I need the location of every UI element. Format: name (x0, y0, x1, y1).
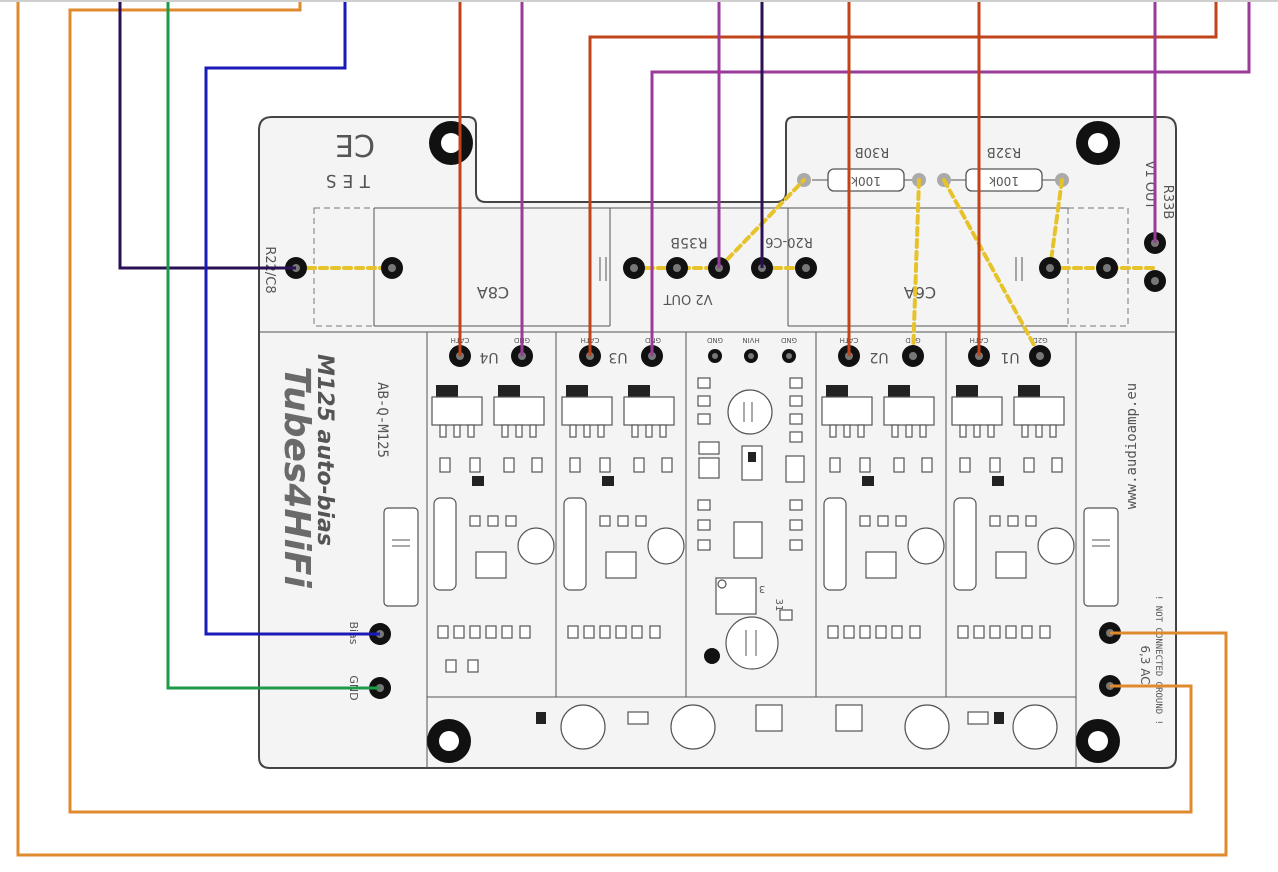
c8-outline (313, 207, 375, 327)
label-r30b: R30B (855, 144, 890, 159)
wire-orange-outer (16, 0, 1228, 857)
svg-text:HVIN: HVIN (742, 336, 759, 344)
resistor-r30b: 100k (812, 168, 916, 192)
part-code: AB-Q-M125 (374, 382, 390, 458)
mount-holes (427, 121, 1120, 763)
column-dividers (426, 332, 1077, 768)
center-smd (697, 377, 803, 621)
label-c8a: C8A (477, 283, 509, 302)
pad (623, 257, 645, 279)
label-r32b: R32B (987, 144, 1022, 159)
label-u4: U4 (479, 349, 498, 365)
pad (381, 257, 403, 279)
trimmer-label-31: 31 (773, 599, 784, 612)
label-u3: U3 (608, 349, 627, 365)
wire-u3-gnd (650, 0, 1251, 356)
pad (1039, 257, 1061, 279)
channel-footprint (561, 385, 685, 639)
component-footprints (431, 377, 1075, 673)
wire-u3-cath (588, 0, 1218, 356)
svg-text:G2D: G2D (1032, 336, 1047, 344)
pad (1029, 345, 1051, 367)
ce-mark: CE (335, 127, 375, 162)
bottom-electrolytics (536, 704, 1058, 750)
label-not-connected: ! NOT CONNECTED GROUND ! (1153, 595, 1163, 725)
label-v1-out: V1 OUT (1142, 161, 1157, 210)
website: www.audioamp.eu (1124, 383, 1140, 509)
external-wires (16, 0, 1251, 857)
label-r33b: R33B (1160, 185, 1175, 220)
label-v2-out: V2 OUT (663, 291, 712, 306)
wire-orange-inner (68, 0, 1193, 814)
r32b-value: 100k (989, 174, 1019, 188)
wire-green (166, 0, 380, 690)
wire-blue (204, 0, 380, 636)
svg-text:GND: GND (781, 336, 797, 344)
small-pad (744, 349, 758, 363)
label-r22c8: R22/C8 (262, 246, 277, 293)
label-u1: U1 (1000, 349, 1019, 365)
pad (1144, 270, 1166, 292)
c6-outline (1067, 207, 1129, 327)
side-cap-right (1083, 507, 1119, 607)
channel-footprint (821, 385, 945, 639)
channel-footprint (951, 385, 1075, 639)
channel-footprint (431, 385, 555, 673)
model-line: M125 auto-bias (312, 354, 337, 546)
brand-logo: Tubes4HiFi (276, 366, 317, 588)
svg-text:GND: GND (707, 336, 723, 344)
side-cap-left (383, 507, 419, 607)
label-r20c6: R20-C6 (765, 234, 813, 249)
solder-pads (285, 232, 1166, 699)
wire-dark-purple (118, 0, 296, 270)
pad (666, 257, 688, 279)
resistor-r32b: 100k (946, 168, 1060, 192)
small-pad (782, 349, 796, 363)
label-ac-input: 6,3 AC (1138, 645, 1152, 684)
pad (902, 345, 924, 367)
pad (1096, 257, 1118, 279)
label-c6a: C6A (904, 283, 936, 302)
small-pad (708, 349, 722, 363)
r30b-value: 100k (851, 174, 881, 188)
label-u2: U2 (869, 349, 888, 365)
label-r35b: R35B (670, 234, 707, 250)
pad (795, 257, 817, 279)
maker-mark: TES (320, 170, 371, 191)
trimmer-label-3: 3 (759, 583, 765, 594)
center-components: 3 31 (698, 389, 863, 732)
